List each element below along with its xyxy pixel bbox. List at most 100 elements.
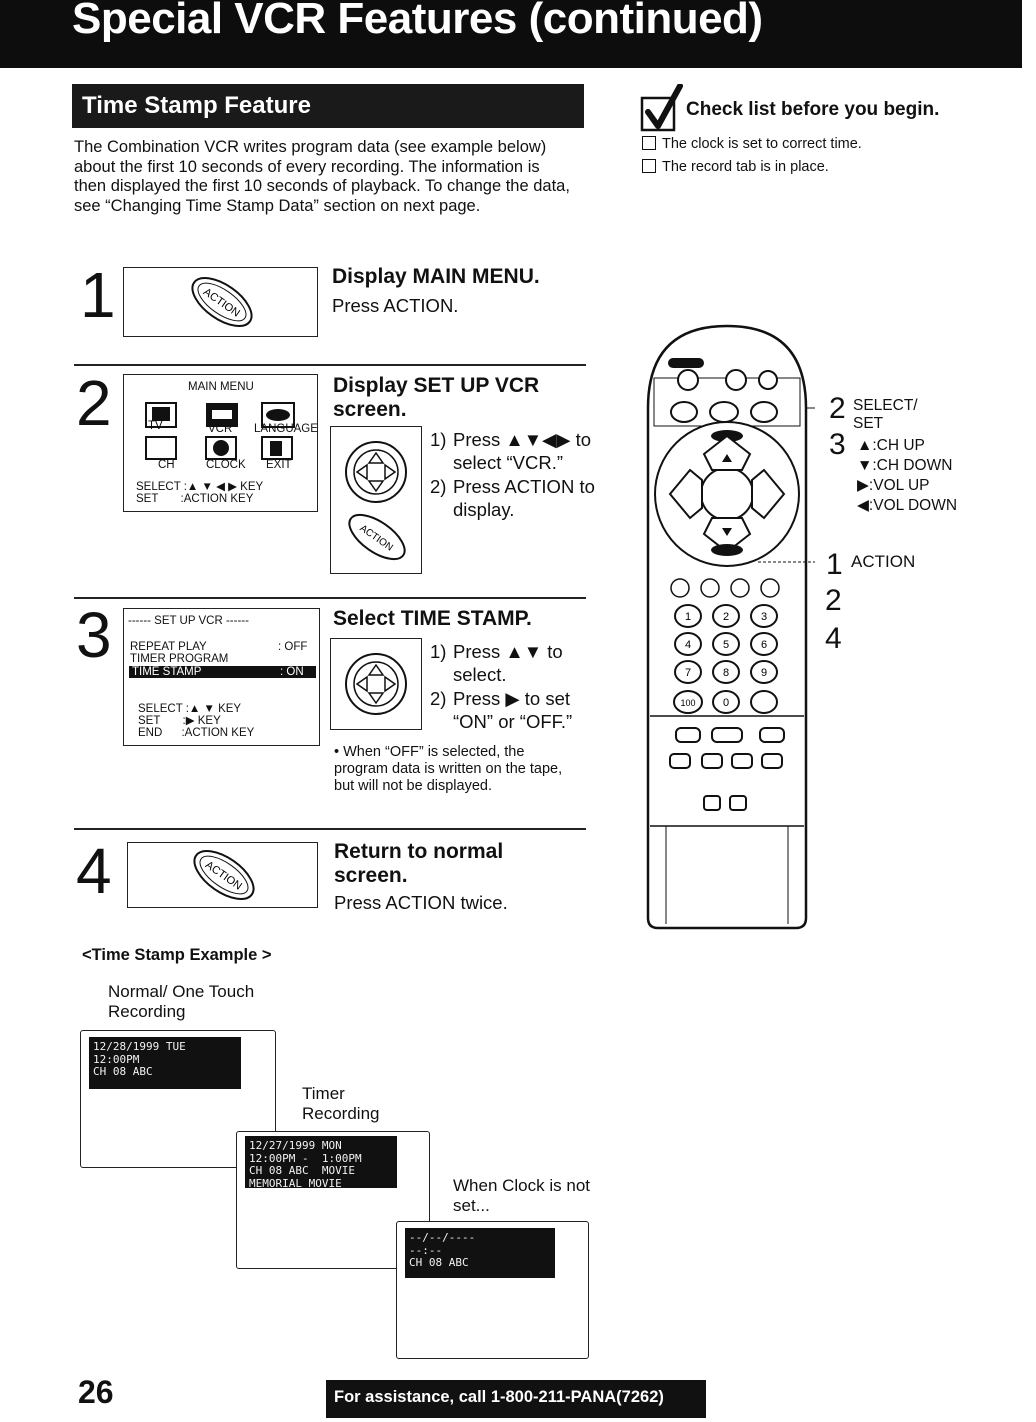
step1-text: Press ACTION.: [332, 295, 459, 316]
svg-text:0: 0: [723, 697, 729, 709]
page-title: Special VCR Features (continued): [72, 0, 763, 43]
svg-text:7: 7: [685, 667, 691, 679]
menu-help-set: SET :ACTION KEY: [136, 493, 254, 505]
svg-text:4: 4: [685, 639, 691, 651]
eject-button: [725, 369, 747, 391]
step3-note: • When “OFF” is selected, the program da…: [334, 744, 563, 794]
svg-text:8: 8: [723, 667, 729, 679]
action-button-icon: ACTION: [193, 850, 255, 900]
step3-sub1: Press ▲▼ to select.: [453, 641, 563, 685]
svg-text:6: 6: [761, 639, 767, 651]
menu-icon-label-ch: CH: [158, 459, 175, 471]
power-button: [668, 358, 704, 368]
remote-step-num: 2: [825, 584, 842, 617]
menu-icon-label-exit: EXIT: [266, 459, 292, 471]
step2-sub1: Press ▲▼◀▶ to select “VCR.”: [453, 429, 592, 473]
example-normal-osd: 12/28/1999 TUE 12:00PM CH 08 ABC: [89, 1037, 241, 1089]
step-number: 4: [76, 835, 112, 907]
setup-vcr-screen: ------ SET UP VCR ------ REPEAT PLAY : O…: [123, 608, 320, 746]
remote-label-action: ACTION: [851, 552, 916, 571]
remote-step-num: 2: [829, 392, 846, 425]
checkbox-icon: [642, 136, 656, 150]
example-noclock-label: When Clock is not set...: [453, 1176, 590, 1215]
main-menu-icons: [145, 402, 295, 460]
setup-row-highlight: [129, 666, 316, 678]
divider: [74, 597, 586, 599]
remote-label-ch-up: ▲:CH UP: [857, 437, 925, 454]
remote-label-vol-down: ◀:VOL DOWN: [857, 497, 958, 514]
setup-help-select: SELECT :▲ ▼ KEY: [138, 703, 242, 715]
step2-sub2-num: 2): [430, 476, 447, 497]
remote-step-num: 4: [825, 622, 842, 655]
example-normal-label: Normal/ One Touch Recording: [108, 982, 255, 1021]
intro-paragraph: The Combination VCR writes program data …: [74, 138, 570, 215]
main-menu-title: MAIN MENU: [188, 381, 254, 393]
checklist-item: The clock is set to correct time.: [642, 136, 862, 152]
svg-text:5: 5: [723, 639, 729, 651]
step1-illustration: ACTION: [123, 267, 318, 337]
svg-text:1: 1: [685, 611, 691, 623]
step3-sub1-num: 1): [430, 641, 447, 662]
step4-illustration: ACTION: [127, 842, 318, 908]
step-number: 2: [76, 367, 112, 439]
divider: [74, 364, 586, 366]
remote-label-set: SET: [853, 415, 884, 432]
setup-vcr-title: ------ SET UP VCR ------: [128, 615, 249, 627]
action-button-icon: ACTION: [348, 513, 406, 561]
action-button-icon: ACTION: [191, 277, 253, 327]
step3-title: Select TIME STAMP.: [333, 607, 532, 630]
setup-row-value-selected: : ON: [280, 666, 304, 678]
remote-label-ch-down: ▼:CH DOWN: [857, 457, 953, 474]
step3-sub2: Press ▶ to set “ON” or “OFF.”: [453, 688, 573, 732]
step4-title: Return to normal screen.: [334, 840, 504, 887]
step2-sub2: Press ACTION to display.: [453, 476, 595, 520]
step2-buttons-illustration: ACTION: [330, 426, 422, 574]
setup-row-label: REPEAT PLAY: [130, 641, 207, 653]
menu-icon-label-language: LANGUAGE: [254, 423, 318, 435]
divider: [74, 828, 586, 830]
joystick-icon: [345, 441, 407, 503]
example-timer-osd: 12/27/1999 MON 12:00PM - 1:00PM CH 08 AB…: [245, 1136, 397, 1189]
remote-label-select: SELECT/: [853, 397, 918, 414]
example-noclock-screen: --/--/---- --:-- CH 08 ABC: [396, 1221, 589, 1359]
power-circle: [677, 369, 699, 391]
checkmark-icon: [640, 84, 683, 132]
step3-sub2-num: 2): [430, 688, 447, 709]
remote-step-num: 1: [826, 548, 843, 581]
ch-tracking-button: [750, 401, 778, 423]
example-heading: <Time Stamp Example >: [82, 946, 272, 964]
step-number: 3: [76, 599, 112, 671]
step2-sub1-num: 1): [430, 429, 447, 450]
setup-help-set: SET :▶ KEY: [138, 715, 221, 727]
example-timer-label: Timer Recording: [302, 1084, 380, 1123]
setup-row-value: : OFF: [278, 641, 308, 653]
main-menu-screen: MAIN MENU TV VCR LANGUAGE CH CLOCK EXIT …: [123, 374, 318, 512]
page-number: 26: [78, 1374, 114, 1410]
sleep-button: [709, 401, 739, 423]
checkbox-icon: [642, 159, 656, 173]
menu-icon-label-clock: CLOCK: [206, 459, 246, 471]
step4-text: Press ACTION twice.: [334, 892, 508, 913]
tvvcr-button: [670, 401, 698, 423]
footer-bar: [326, 1380, 706, 1418]
step3-joystick-illustration: [330, 638, 422, 730]
checklist-item: The record tab is in place.: [642, 159, 829, 175]
step2-title: Display SET UP VCR screen.: [333, 374, 540, 421]
section-title-bar: [72, 84, 584, 128]
remote-step-num: 3: [829, 428, 846, 461]
joystick-icon: [345, 653, 407, 715]
menu-help-select: SELECT :▲ ▼ ◀ ▶ KEY: [136, 481, 264, 493]
mute-button: [758, 370, 778, 390]
setup-help-end: END :ACTION KEY: [138, 727, 255, 739]
checklist-title: Check list before you begin.: [686, 99, 940, 120]
example-noclock-osd: --/--/---- --:-- CH 08 ABC: [405, 1228, 555, 1278]
setup-row-label-selected: TIME STAMP: [132, 666, 202, 678]
step1-title: Display MAIN MENU.: [332, 265, 540, 288]
menu-icon-label-tv: TV: [148, 420, 163, 432]
svg-text:100: 100: [680, 698, 695, 708]
setup-row-label: TIMER PROGRAM: [130, 653, 229, 665]
menu-icon-label-vcr: VCR: [208, 423, 233, 435]
svg-text:2: 2: [723, 611, 729, 623]
svg-text:3: 3: [761, 611, 767, 623]
